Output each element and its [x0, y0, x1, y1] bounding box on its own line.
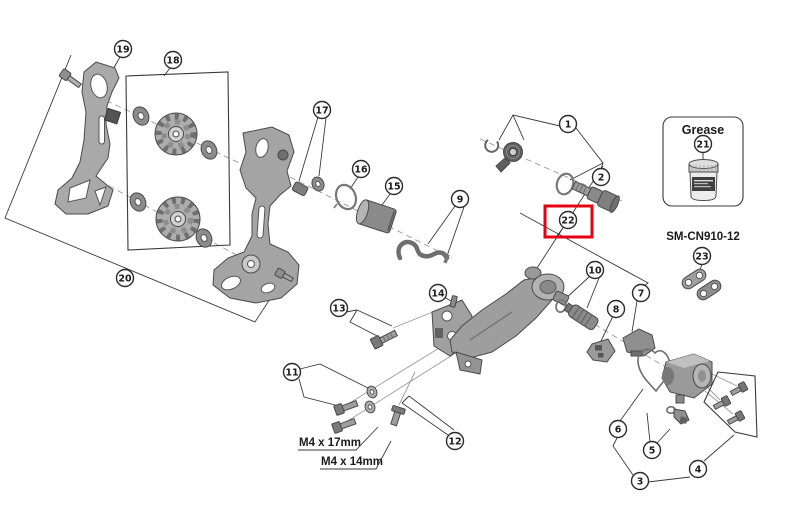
screw-set-polygon-outline: [703, 371, 758, 438]
svg-text:M4 x 17mm: M4 x 17mm: [299, 437, 361, 449]
svg-text:8: 8: [613, 304, 620, 315]
callout-22[interactable]: 22: [558, 210, 578, 230]
outer-plate: [212, 126, 300, 304]
callout-16[interactable]: 16: [351, 159, 371, 179]
svg-text:16: 16: [354, 164, 368, 175]
callout-3[interactable]: 3: [630, 471, 650, 491]
svg-text:18: 18: [166, 55, 180, 66]
cage-stopper-bolt: [274, 267, 294, 283]
callout-6[interactable]: 6: [608, 419, 628, 439]
bolt-spec-17mm: M4 x 17mm: [298, 426, 379, 451]
callout-10[interactable]: 10: [585, 260, 605, 280]
callout-2[interactable]: 2: [591, 167, 611, 187]
cap-part-7: [622, 328, 656, 357]
callout-13[interactable]: 13: [329, 298, 349, 318]
svg-text:6: 6: [615, 424, 622, 435]
grease-box-outline: [662, 116, 744, 207]
callout-7[interactable]: 7: [631, 283, 651, 303]
callout-5[interactable]: 5: [642, 440, 662, 460]
callout-17[interactable]: 17: [312, 100, 332, 120]
grease-label: Grease: [682, 123, 724, 137]
svg-text:4: 4: [695, 464, 702, 475]
cage-pivot-washer: [311, 176, 325, 192]
fixing-screws-4: [712, 381, 749, 426]
core-part-8: [586, 338, 616, 363]
svg-text:20: 20: [118, 273, 132, 284]
callout-21[interactable]: 21: [693, 134, 713, 154]
callout-14[interactable]: 14: [428, 283, 448, 303]
svg-text:21: 21: [696, 139, 709, 150]
b-spring: [396, 239, 450, 264]
gasket: [637, 348, 671, 393]
snap-ring: [333, 183, 358, 211]
bracket-axle-unit-body: [431, 266, 570, 375]
svg-text:3: 3: [637, 476, 644, 487]
axle-bolt-2: [571, 180, 620, 213]
pulley-washers: [129, 106, 218, 248]
bolt-12: [390, 405, 406, 427]
callout-4[interactable]: 4: [688, 459, 708, 479]
cable-adjuster: [563, 302, 599, 331]
callout-11[interactable]: 11: [282, 362, 302, 382]
pulley-set-box-outline: [125, 71, 231, 251]
inner-plate: [54, 61, 122, 215]
plate-mount-bolt: [58, 68, 82, 89]
svg-text:9: 9: [457, 194, 464, 205]
motor-unit: [661, 353, 713, 404]
bolt-spec-14mm: M4 x 14mm: [320, 440, 392, 470]
callout-23[interactable]: 23: [692, 246, 712, 266]
svg-text:19: 19: [116, 44, 129, 55]
svg-text:22: 22: [561, 215, 574, 226]
callout-12[interactable]: 12: [445, 431, 465, 451]
svg-text:23: 23: [695, 251, 708, 262]
callout-15[interactable]: 15: [384, 176, 404, 196]
grease-jar: [688, 159, 719, 202]
svg-text:5: 5: [649, 445, 656, 456]
callout-19[interactable]: 19: [113, 39, 133, 59]
callout-20[interactable]: 20: [115, 268, 135, 288]
chain-quick-link: [681, 268, 722, 301]
stopper-plate-5: [666, 406, 690, 425]
svg-text:15: 15: [387, 181, 400, 192]
cage-pivot-nut: [291, 181, 309, 197]
upper-pulley: [154, 112, 198, 156]
svg-text:13: 13: [332, 303, 345, 314]
svg-text:10: 10: [588, 265, 602, 276]
mount-washers-11: [364, 385, 378, 414]
svg-text:14: 14: [431, 288, 445, 299]
mount-bolt-11b: [331, 417, 357, 434]
spring-cover: [355, 199, 397, 234]
lower-pulley: [155, 196, 201, 242]
mount-bolt-11a: [333, 399, 359, 416]
svg-text:7: 7: [638, 288, 645, 299]
svg-text:17: 17: [315, 105, 328, 116]
c-clip: [484, 139, 500, 153]
callout-9[interactable]: 9: [450, 189, 470, 209]
svg-text:12: 12: [448, 436, 461, 447]
svg-text:M4 x 14mm: M4 x 14mm: [321, 456, 383, 468]
highlight-box-part-22: [543, 204, 594, 239]
callout-18[interactable]: 18: [163, 50, 183, 70]
callout-1[interactable]: 1: [558, 114, 578, 134]
svg-text:11: 11: [285, 367, 298, 378]
o-ring-large: [555, 172, 575, 196]
adjust-bolt-13: [369, 329, 399, 350]
bushing-plate: [495, 142, 523, 173]
chain-model-label: SM-CN910-12: [666, 231, 740, 243]
svg-text:2: 2: [598, 172, 605, 183]
callout-8[interactable]: 8: [606, 299, 626, 319]
stopper-pin: [449, 295, 458, 308]
svg-text:1: 1: [565, 119, 572, 130]
